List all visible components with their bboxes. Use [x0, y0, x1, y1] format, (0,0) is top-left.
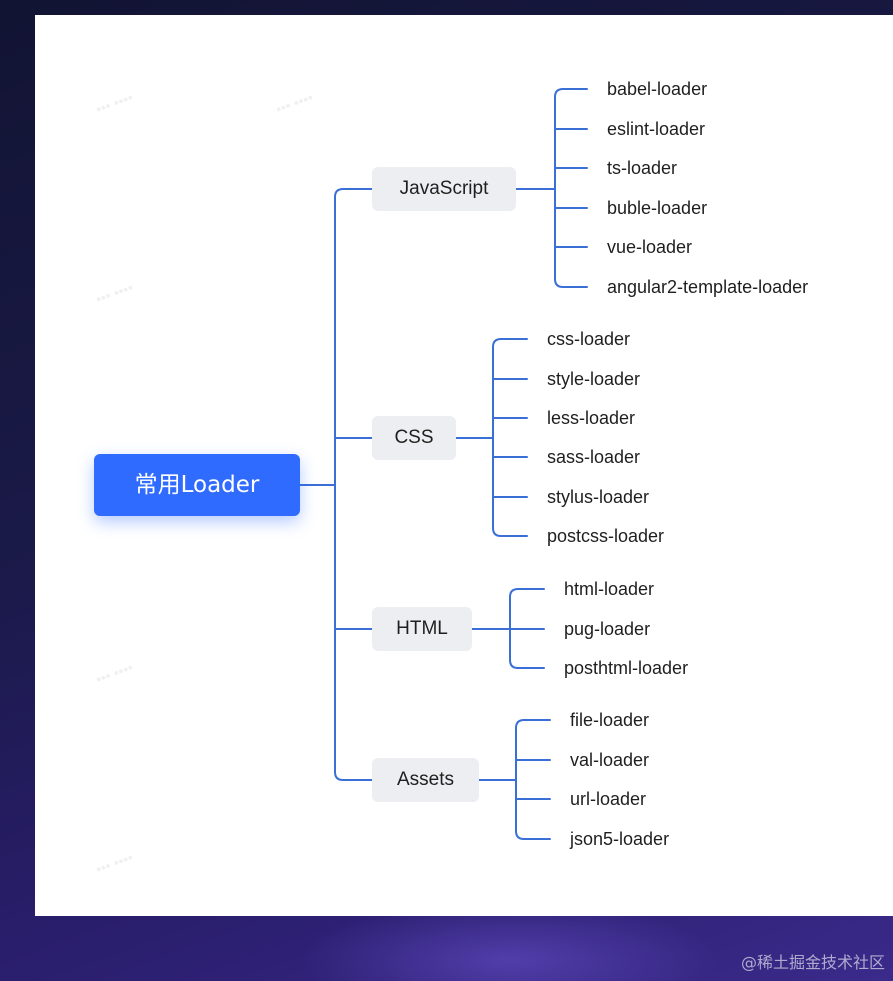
connector-css-leaves: [492, 338, 528, 537]
leaf-css-loader: css-loader: [547, 329, 631, 349]
leaf-babel-loader: babel-loader: [607, 79, 708, 99]
branch-html: HTML: [372, 607, 472, 651]
leaf-buble-loader: buble-loader: [607, 198, 708, 218]
connector-lines: [299, 88, 588, 840]
connector-trunk: [334, 188, 373, 781]
leaf-pug-loader: pug-loader: [564, 619, 651, 639]
leaf-html-loader: html-loader: [564, 579, 655, 599]
leaf-posthtml-loader: posthtml-loader: [564, 658, 689, 678]
connector-js-leaves: [554, 88, 588, 288]
leaf-postcss-loader: postcss-loader: [547, 526, 665, 546]
leaf-angular2-template-loader: angular2-template-loader: [607, 277, 809, 297]
connector-assets-leaves: [515, 719, 551, 840]
leaf-less-loader: less-loader: [547, 408, 636, 428]
branch-javascript: JavaScript: [372, 167, 516, 211]
branch-assets: Assets: [372, 758, 479, 802]
leaf-ts-loader: ts-loader: [607, 158, 678, 178]
leaf-vue-loader: vue-loader: [607, 237, 693, 257]
leaf-sass-loader: sass-loader: [547, 447, 641, 467]
source-credit: @稀土掘金技术社区: [740, 953, 885, 972]
leaf-json5-loader: json5-loader: [570, 829, 670, 849]
leaf-eslint-loader: eslint-loader: [607, 119, 706, 139]
connector-html-leaves: [509, 588, 545, 669]
root-node: 常用Loader: [94, 454, 300, 516]
leaf-val-loader: val-loader: [570, 750, 650, 770]
mindmap-canvas: ▪▪▪ ▪▪▪▪ ▪▪▪ ▪▪▪▪ ▪▪▪ ▪▪▪▪ ▪▪▪ ▪▪▪▪ ▪▪▪ …: [35, 15, 893, 916]
branch-css: CSS: [372, 416, 456, 460]
leaf-url-loader: url-loader: [570, 789, 647, 809]
leaf-stylus-loader: stylus-loader: [547, 487, 650, 507]
leaf-style-loader: style-loader: [547, 369, 641, 389]
leaf-file-loader: file-loader: [570, 710, 650, 730]
